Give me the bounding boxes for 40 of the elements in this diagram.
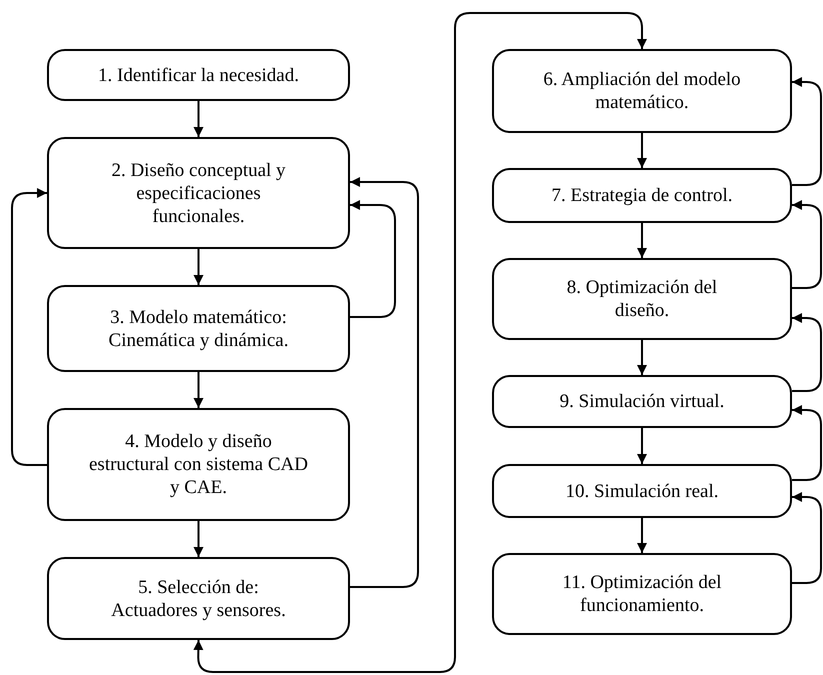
arrow [792, 492, 822, 584]
step-text: 11. Optimización del funcionamiento. [561, 571, 723, 617]
arrow [194, 372, 204, 408]
step-text: 2. Diseño conceptual y especificaciones funcionales. [110, 158, 287, 228]
step-text: 8. Optimización del diseño. [566, 276, 718, 322]
arrow [792, 405, 822, 481]
process-box [492, 49, 792, 133]
arrow [11, 188, 47, 466]
arrow [193, 12, 647, 673]
step-text: 6. Ampliación del modelo matemático. [542, 68, 742, 114]
step-text: 9. Simulación virtual. [560, 390, 724, 413]
step-text: 7. Estrategia de control. [552, 184, 732, 207]
process-box [47, 408, 350, 521]
process-box [492, 168, 792, 223]
process-box [492, 553, 792, 635]
step-text: 4. Modelo y diseño estructural con sistema CAD y CAE. [89, 430, 308, 499]
process-box [47, 49, 350, 101]
arrow [194, 249, 204, 285]
arrow [350, 177, 419, 588]
arrow [350, 200, 396, 318]
step-text: 10. Simulación real. [565, 480, 719, 502]
process-box [492, 464, 792, 518]
process-box [492, 375, 792, 428]
process-box [47, 285, 350, 372]
arrow [194, 521, 204, 557]
step-text: 1. Identificar la necesidad. [98, 64, 299, 86]
arrow [792, 77, 822, 186]
arrow [194, 101, 204, 137]
arrow [637, 428, 647, 464]
process-box [492, 258, 792, 340]
step-text: 3. Modelo matemático: Cinemática y dinámica. [108, 306, 290, 352]
arrow [792, 200, 822, 289]
arrow [637, 340, 647, 375]
arrow [792, 313, 822, 392]
arrow [637, 133, 647, 168]
process-box [47, 557, 350, 640]
arrow [637, 223, 647, 258]
process-box [47, 137, 350, 249]
step-text: 5. Selección de: Actuadores y sensores. [110, 576, 287, 622]
arrow [637, 518, 647, 553]
